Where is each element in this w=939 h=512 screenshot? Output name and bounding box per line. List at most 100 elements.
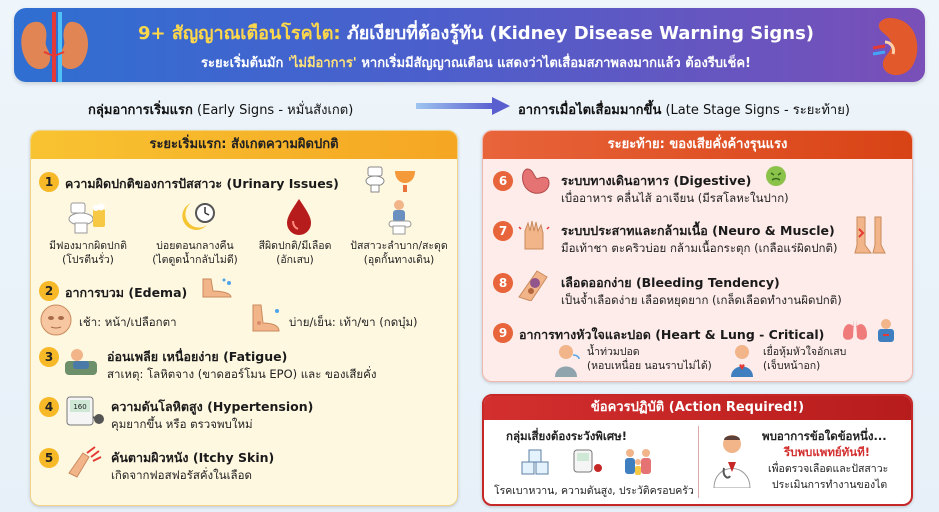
urinary-sub-color-line1: สีผิดปกติ/มีเลือด [258,240,332,252]
bladder-icon [395,171,415,192]
doctor-icon [713,435,751,488]
item-number: 3 [39,347,59,367]
pericarditis-line1: เยื่อหุ้มหัวใจอักเสบ [763,346,847,358]
doctor-desc-2: ประเมินการทำงานของไต [772,479,888,491]
urinary-sub-foam-line2: (โปรตีนรั่ว) [62,254,114,266]
leg-cramp-icon [854,216,886,254]
subtitle-part-a: ระยะเริ่มต้นมัก [201,56,288,71]
early-phase-label: กลุ่มอาการเริ่มแรก (Early Signs - หมั่นส… [88,99,353,120]
late-phase-sub: (Late Stage Signs - ระยะท้าย) [661,103,850,118]
urinary-sub-obstruct: ปัสสาวะลำบาก/สะดุด (อุดกั้นทางเดิน) [341,239,457,267]
item-title-digestive: ระบบทางเดินอาหาร (Digestive) [561,173,752,188]
sugar-cubes-icon [521,449,549,475]
item-title-heart-lung: อาการทางหัวใจและปอด (Heart & Lung - Crit… [519,327,825,342]
lungs-icon [843,319,867,340]
stomach-icon [522,168,550,194]
kidney-icon [872,18,918,76]
difficult-urination-icon [388,200,412,235]
item-number: 5 [39,448,59,468]
item-number: 9 [493,323,513,343]
swollen-leg-icon [252,304,280,332]
urinary-sub-obstruct-line1: ปัสสาวะลำบาก/สะดุด [350,240,448,252]
hypertension-desc: คุมยากขึ้น หรือ ตรวจพบใหม่ [111,417,253,431]
item-title-fatigue: อ่อนเพลีย เหนื่อยง่าย (Fatigue) [107,349,288,364]
action-required-panel: ข้อควรปฏิบัติ (Action Required!) กลุ่มเส… [482,394,913,506]
bp-value-readout: 160 [73,403,86,411]
night-clock-icon [182,203,215,230]
item-number: 2 [39,281,59,301]
item-number: 7 [493,221,513,241]
edema-morning: เช้า: หน้า/เปลือกตา [79,315,177,329]
pericarditis-label: เยื่อหุ้มหัวใจอักเสบ (เจ็บหน้าอก) [763,345,846,373]
chest-pain-person-icon [878,319,894,342]
page-subtitle: ระยะเริ่มต้นมัก 'ไม่มีอาการ' หากเริ่มมีส… [126,52,826,73]
lung-edema-label: น้ำท่วมปอด (หอบเหนื่อย นอนราบไม่ได้) [587,345,712,373]
urinary-sub-color-line2: (อักเสบ) [276,254,314,266]
late-panel-header: ระยะท้าย: ของเสียคั่งค้างรุนแรง [483,131,912,159]
bruised-arm-icon [518,270,548,301]
late-phase-label: อาการเมื่อไตเสื่อมมากขึ้น (Late Stage Si… [518,99,850,120]
digestive-desc: เบื่ออาหาร คลื่นไส้ อาเจียน (มีรสโลหะในป… [561,191,789,205]
urinary-sub-night-line2: (ไตดูดน้ำกลับไม่ดี) [152,254,238,266]
subtitle-part-b: หากเริ่มมีสัญญาณเตือน แสดงว่าไตเสื่อมสภา… [356,56,751,71]
item-number: 4 [39,397,59,417]
chest-pain-icon [731,345,753,377]
early-phase-sub: (Early Signs - หมั่นสังเกต) [192,103,354,118]
subtitle-quote: 'ไม่มีอาการ' [287,56,357,71]
pericarditis-line2: (เจ็บหน้าอก) [763,360,821,372]
early-phase-main: กลุ่มอาการเริ่มแรก [88,103,193,118]
item-number: 1 [39,172,59,192]
edema-evening: บ่าย/เย็น: เท้า/ขา (กดบุ๋ม) [289,315,418,329]
lung-edema-line1: น้ำท่วมปอด [587,346,640,358]
urinary-sub-foam-line1: มีฟองมากผิดปกติ [49,240,127,252]
kidney-anatomy-icon [21,12,89,82]
action-panel-header: ข้อควรปฏิบัติ (Action Required!) [484,396,911,420]
title-prefix: 9+ สัญญาณเตือนโรคไต: [137,23,341,44]
itchy-desc: เกิดจากฟอสฟอรัสคั่งในเลือด [111,468,252,482]
urinary-sub-obstruct-line2: (อุดกั้นทางเดิน) [363,254,435,266]
item-title-bleeding: เลือดออกง่าย (Bleeding Tendency) [561,275,780,290]
nauseous-face-icon [766,166,786,186]
urinary-sub-night: บ่อยตอนกลางคืน (ไตดูดน้ำกลับไม่ดี) [137,239,253,267]
toilet-icon [365,166,385,193]
progression-arrow-icon [416,97,510,115]
early-panel-header: ระยะเริ่มแรก: สังเกตความผิดปกติ [31,131,457,159]
late-phase-main: อาการเมื่อไตเสื่อมมากขึ้น [518,103,662,118]
doctor-cta: รีบพบแพทย์ทันที! [784,445,870,459]
tired-person-icon [65,349,97,375]
puffy-face-icon [40,304,72,336]
foamy-urine-toilet-icon [68,202,105,234]
family-icon [625,449,651,475]
blood-drop-icon [287,199,311,235]
neuro-desc: มือเท้าชา ตะคริวบ่อย กล้ามเนื้อกระตุก (เ… [561,241,838,255]
action-divider [698,426,699,498]
swollen-foot-icon [202,278,232,298]
item-title-hypertension: ความดันโลหิตสูง (Hypertension) [111,399,314,414]
item-title-edema: อาการบวม (Edema) [65,285,188,300]
urinary-sub-night-line1: บ่อยตอนกลางคืน [156,240,234,252]
item-number: 6 [493,171,513,191]
urinary-sub-color: สีผิดปกติ/มีเลือด (อักเสบ) [245,239,345,267]
fatigue-desc: สาเหตุ: โลหิตจาง (ขาดฮอร์โมน EPO) และ ขอ… [107,367,377,381]
scratching-hand-icon [68,446,102,478]
item-title-neuro: ระบบประสาทและกล้ามเนื้อ (Neuro & Muscle) [561,223,835,238]
bp-gauge-icon [573,449,602,473]
lung-edema-line2: (หอบเหนื่อย นอนราบไม่ได้) [587,360,712,372]
item-title-itchy: คันตามผิวหนัง (Itchy Skin) [111,450,275,465]
item-number: 8 [493,273,513,293]
item-title-urinary: ความผิดปกติของการปัสสาวะ (Urinary Issues… [65,176,339,191]
early-signs-panel: ระยะเริ่มแรก: สังเกตความผิดปกติ 1 ความผิ… [30,130,458,506]
page-title: 9+ สัญญาณเตือนโรคไต: ภัยเงียบที่ต้องรู้ท… [126,18,826,47]
blood-pressure-monitor-icon: 160 [66,396,104,426]
doctor-desc-1: เพื่อตรวจเลือดและปัสสาวะ [768,463,889,475]
title-main: ภัยเงียบที่ต้องรู้ทัน (Kidney Disease Wa… [340,23,815,44]
late-signs-panel: ระยะท้าย: ของเสียคั่งค้างรุนแรง 6 ระบบทา… [482,130,913,382]
breathless-person-icon [555,345,580,377]
doctor-title: พบอาการข้อใดข้อหนึ่ง... [762,429,887,443]
urinary-sub-foam: มีฟองมากผิดปกติ (โปรตีนรั่ว) [33,239,143,267]
risk-group-desc: โรคเบาหวาน, ความดันสูง, ประวัติครอบครัว [494,485,694,497]
numb-hand-icon [518,220,550,250]
header-banner: 9+ สัญญาณเตือนโรคไต: ภัยเงียบที่ต้องรู้ท… [14,8,925,82]
bleeding-desc: เป็นจ้ำเลือดง่าย เลือดหยุดยาก (เกล็ดเลือ… [561,293,842,307]
risk-group-title: กลุ่มเสี่ยงต้องระวังพิเศษ! [506,429,627,443]
